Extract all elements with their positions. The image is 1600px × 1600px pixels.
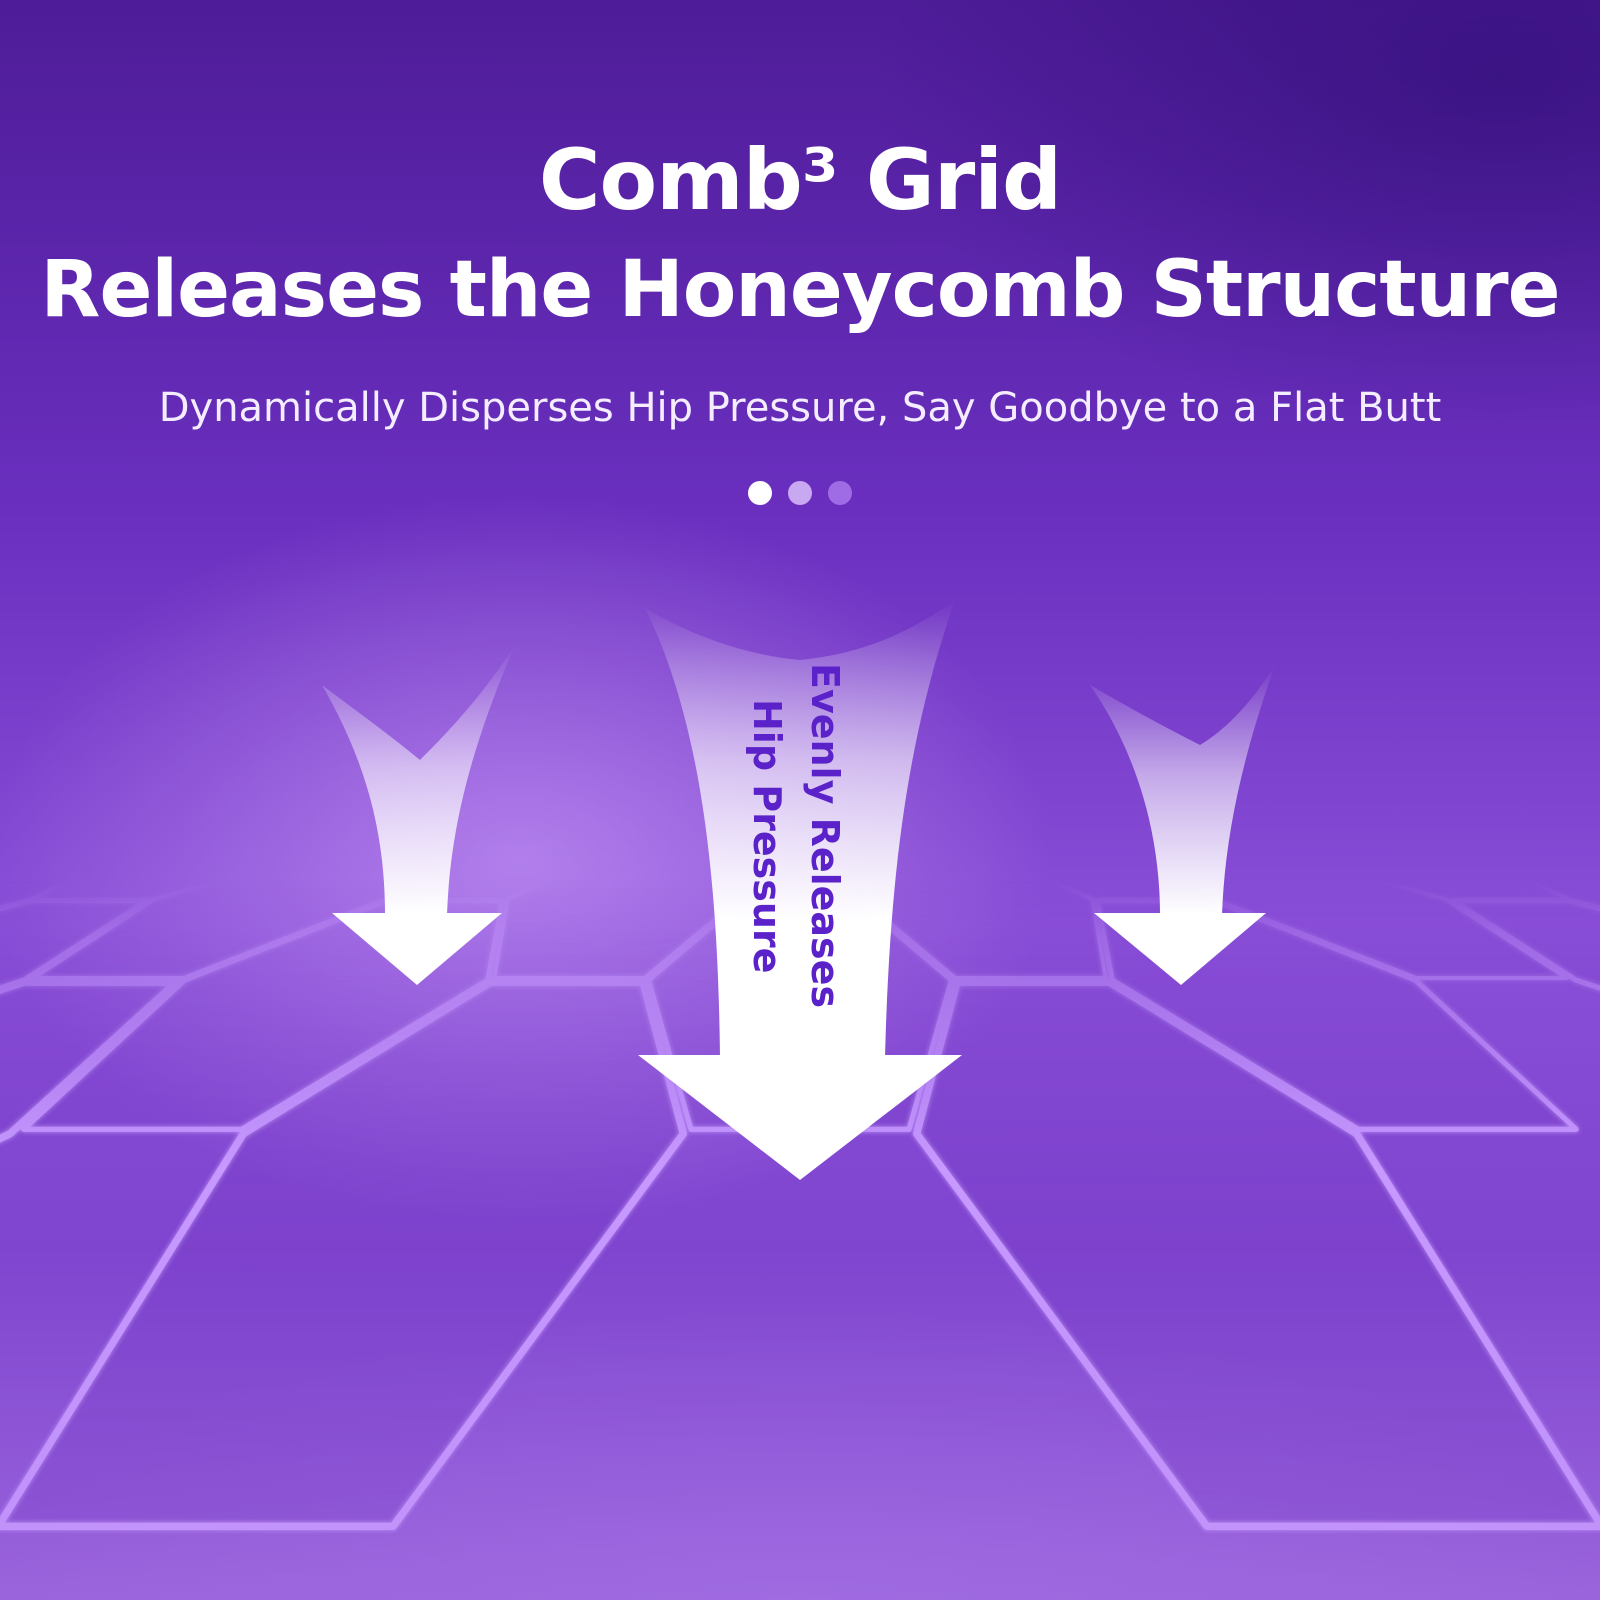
- callout-line-2: Hip Pressure: [745, 699, 789, 974]
- honeycomb-cell: [0, 978, 687, 1530]
- honeycomb-cell: [0, 848, 132, 910]
- down-arrow-icon: [638, 600, 962, 1180]
- down-arrow-icon: [1090, 665, 1275, 985]
- carousel-indicator: [748, 480, 858, 506]
- honeycomb-cell: [0, 898, 150, 991]
- honeycomb-cell: [913, 978, 1600, 1530]
- honeycomb-cell: [1468, 848, 1600, 910]
- pressure-callout: Evenly Releases Hip Pressure: [718, 663, 858, 1023]
- honeycomb-cell: [0, 978, 180, 1143]
- honeycomb-cell: [21, 898, 506, 1132]
- honeycomb-cell: [492, 848, 741, 980]
- down-arrow-icon: [322, 645, 515, 985]
- callout-line-1: Evenly Releases: [803, 663, 847, 1009]
- page-title: Comb³ Grid: [538, 131, 1062, 229]
- carousel-dot-2[interactable]: [788, 481, 812, 505]
- carousel-dot-3[interactable]: [828, 481, 852, 505]
- carousel-dot-1[interactable]: [748, 481, 772, 505]
- page-title-line-2: Releases the Honeycomb Structure: [40, 245, 1560, 335]
- page-subtitle: Dynamically Disperses Hip Pressure, Say …: [158, 385, 1442, 431]
